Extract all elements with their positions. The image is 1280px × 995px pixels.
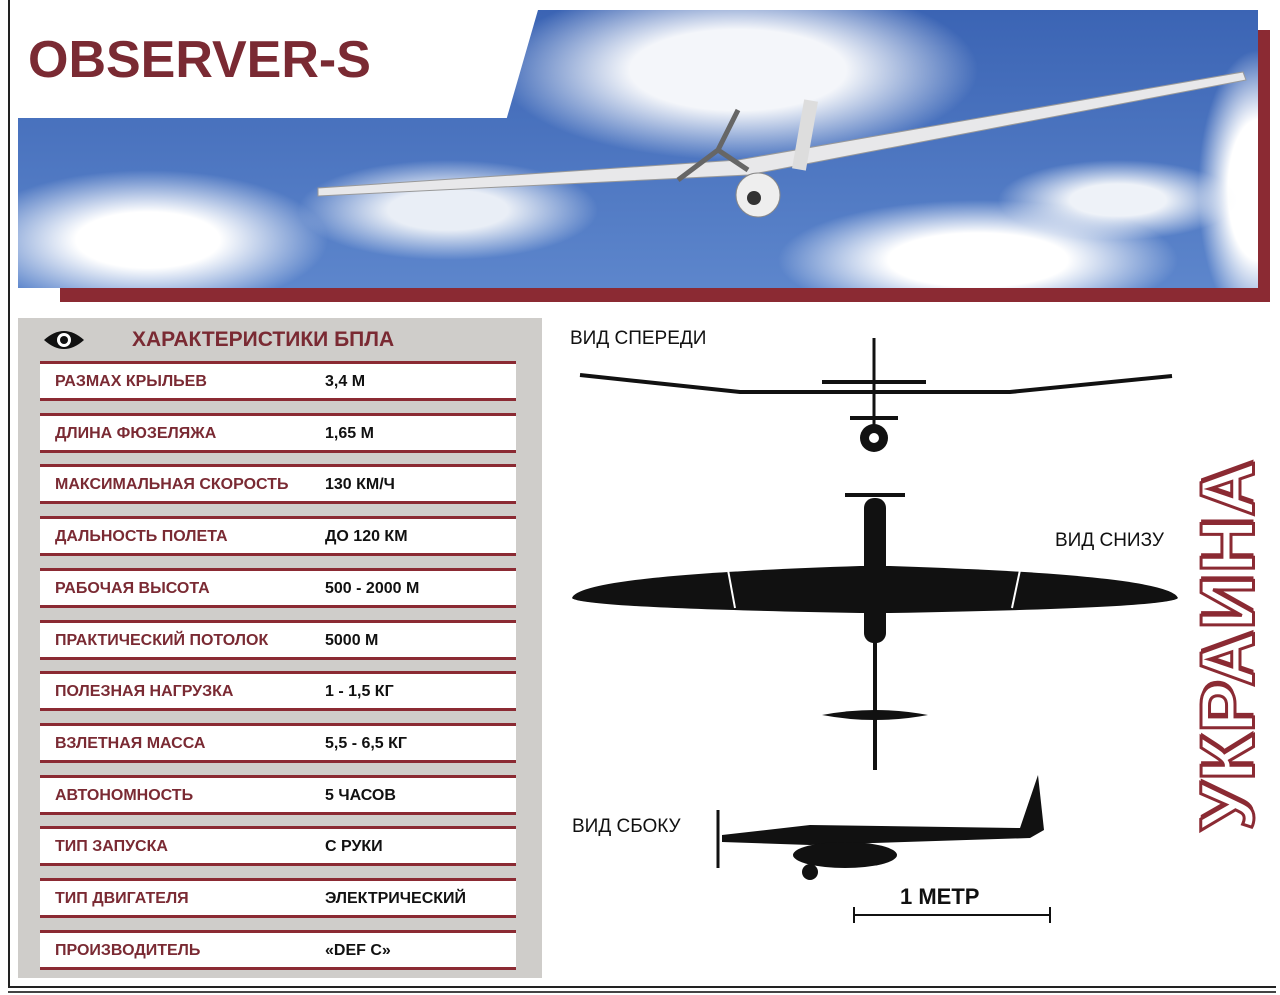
spec-value: 1,65 М [325,424,374,442]
spec-label: АВТОНОМНОСТЬ [55,786,194,804]
spec-label: ВЗЛЕТНАЯ МАССА [55,734,206,752]
spec-value: 500 - 2000 М [325,579,420,597]
title-area [18,10,538,118]
scale-label: 1 МЕТР [900,884,980,909]
country-logo: УКРАИНА [1184,458,1272,832]
bottom-divider [8,991,1276,993]
side-view-drawing [716,775,1044,880]
spec-label: ТИП ДВИГАТЕЛЯ [55,890,189,907]
spec-value: «DEF C» [325,941,391,959]
spec-row: ВЗЛЕТНАЯ МАССА 5,5 - 6,5 КГ [40,722,516,763]
spec-label: ДАЛЬНОСТЬ ПОЛЕТА [55,528,228,546]
drone-photo-icon [317,71,1247,218]
page-frame [8,0,1276,988]
eye-icon [44,331,84,349]
scale-bar [853,907,1051,923]
spec-value: 1 - 1,5 КГ [325,683,394,701]
front-view-label: ВИД СПЕРЕДИ [570,328,707,349]
spec-value: ДО 120 КМ [325,528,408,546]
spec-label: ПОЛЕЗНАЯ НАГРУЗКА [55,683,234,701]
spec-label: ДЛИНА ФЮЗЕЛЯЖА [55,424,217,442]
front-view-drawing [579,338,1173,452]
spec-label: ПРАКТИЧЕСКИЙ ПОТОЛОК [55,631,269,649]
side-view-label: ВИД СБОКУ [572,816,681,837]
spec-value: 3,4 М [325,373,366,390]
spec-value: 130 КМ/Ч [325,476,395,494]
page-title: OBSERVER-S [28,31,371,89]
spec-row: АВТОНОМНОСТЬ 5 ЧАСОВ [40,774,516,815]
spec-value: С РУКИ [325,838,383,856]
spec-label: ТИП ЗАПУСКА [55,838,168,856]
spec-row: ТИП ЗАПУСКА С РУКИ [40,826,516,867]
spec-row: МАКСИМАЛЬНАЯ СКОРОСТЬ 130 КМ/Ч [40,464,516,505]
spec-row: ДЛИНА ФЮЗЕЛЯЖА 1,65 М [40,412,516,453]
bottom-view-label: ВИД СНИЗУ [1055,530,1164,551]
spec-label: МАКСИМАЛЬНАЯ СКОРОСТЬ [55,476,289,494]
spec-row: ПОЛЕЗНАЯ НАГРУЗКА 1 - 1,5 КГ [40,671,516,712]
bottom-view-drawing [572,493,1178,770]
spec-label: РАЗМАХ КРЫЛЬЕВ [55,373,207,390]
specs-heading: ХАРАКТЕРИСТИКИ БПЛА [132,328,395,351]
drone-schematics [572,338,1178,923]
spec-row: ДАЛЬНОСТЬ ПОЛЕТА ДО 120 КМ [40,516,516,557]
spec-label: ПРОИЗВОДИТЕЛЬ [55,941,201,959]
spec-row: ТИП ДВИГАТЕЛЯ ЭЛЕКТРИЧЕСКИЙ [40,878,516,918]
spec-label: РАБОЧАЯ ВЫСОТА [55,579,210,597]
spec-value: 5000 М [325,631,379,649]
spec-row: РАБОЧАЯ ВЫСОТА 500 - 2000 М [40,567,516,608]
spec-row: ПРОИЗВОДИТЕЛЬ «DEF C» [40,929,516,970]
spec-value: 5,5 - 6,5 КГ [325,734,407,752]
spec-row: РАЗМАХ КРЫЛЬЕВ 3,4 М [40,361,516,401]
spec-value: 5 ЧАСОВ [325,786,396,804]
spec-value: ЭЛЕКТРИЧЕСКИЙ [325,890,467,907]
spec-row: ПРАКТИЧЕСКИЙ ПОТОЛОК 5000 М [40,619,516,660]
